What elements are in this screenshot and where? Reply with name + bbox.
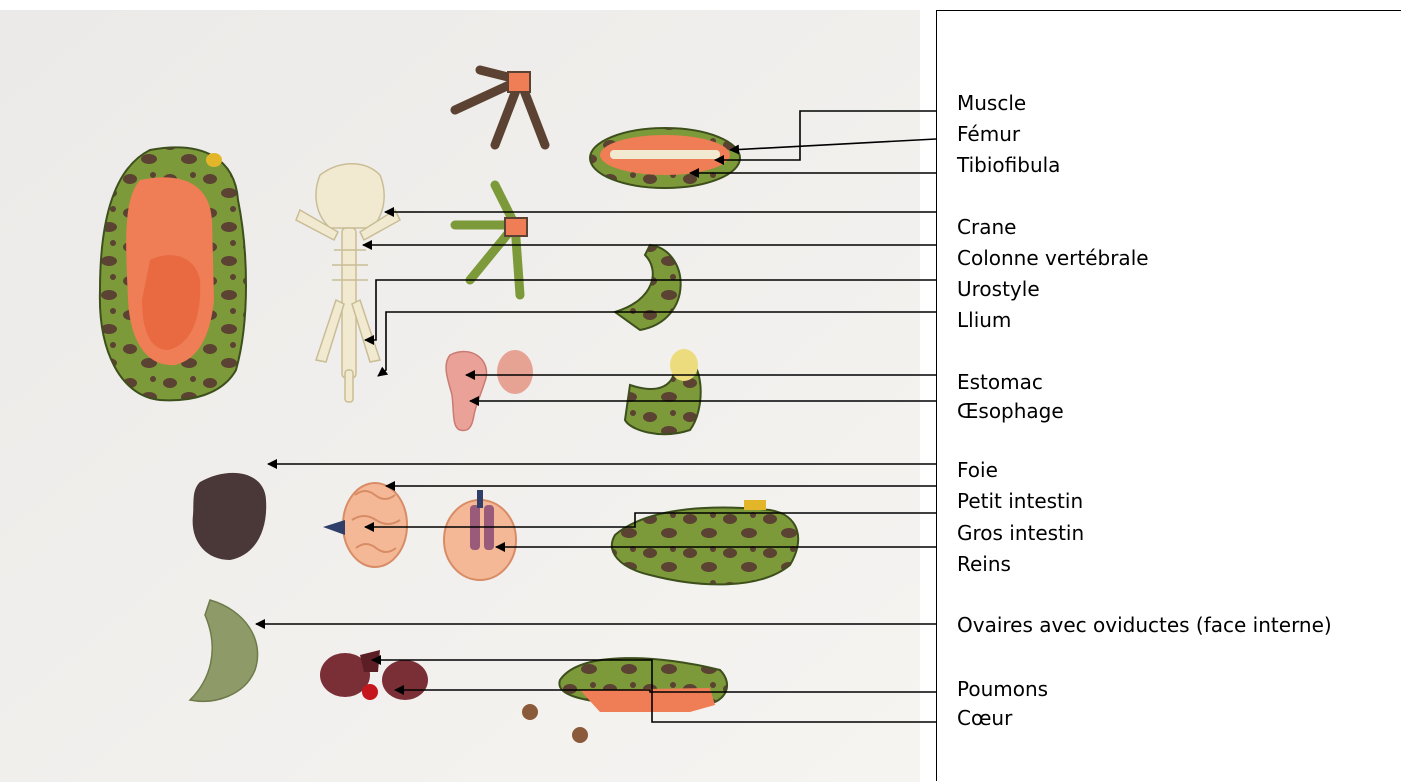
anatomy-photo: [0, 0, 920, 782]
label-llium: Llium: [957, 308, 1011, 332]
label-urostyle: Urostyle: [957, 277, 1040, 301]
label-oesophage: Œsophage: [957, 399, 1064, 423]
label-crane: Crane: [957, 215, 1016, 239]
spleen-model: [497, 350, 533, 394]
label-gros-intestin: Gros intestin: [957, 521, 1084, 545]
label-poumons: Poumons: [957, 677, 1048, 701]
frog-body-half: [100, 147, 246, 400]
thigh-section: [590, 128, 740, 188]
label-colonne: Colonne vertébrale: [957, 246, 1149, 270]
label-muscle: Muscle: [957, 91, 1026, 115]
label-foie: Foie: [957, 458, 998, 482]
label-ovaires: Ovaires avec oviductes (face interne): [957, 613, 1332, 637]
label-reins: Reins: [957, 552, 1011, 576]
label-coeur: Cœur: [957, 706, 1012, 730]
label-tibiofibula: Tibiofibula: [957, 153, 1060, 177]
label-estomac: Estomac: [957, 370, 1043, 394]
label-petit-intestin: Petit intestin: [957, 489, 1083, 513]
label-femur: Fémur: [957, 122, 1020, 146]
